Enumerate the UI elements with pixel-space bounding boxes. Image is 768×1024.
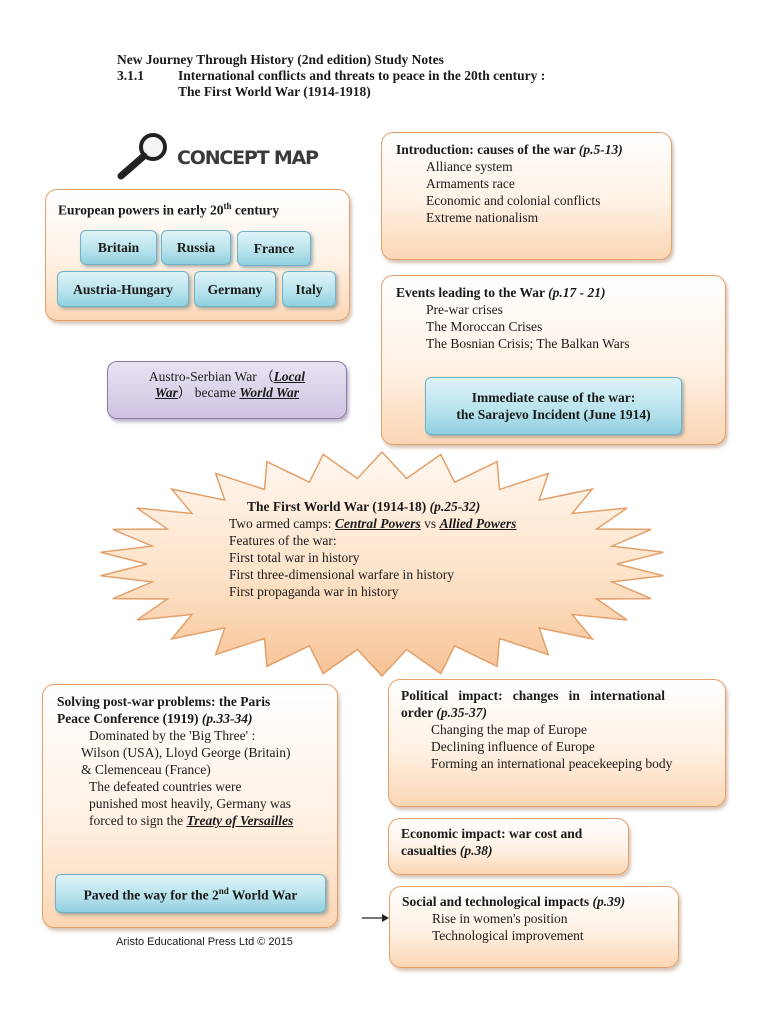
introduction-title: Introduction: causes of the war [396, 142, 579, 157]
immediate-cause-box: Immediate cause of the war: the Sarajevo… [425, 377, 682, 435]
social-impact-box: Social and technological impacts (p.39) … [389, 886, 679, 968]
events-item: The Bosnian Crisis; The Balkan Wars [426, 336, 630, 351]
austro-serbian-text: Austro-Serbian War （ [148, 369, 274, 384]
intro-item: Armaments race [426, 176, 515, 191]
paris-line: Dominated by the 'Big Three' : [89, 728, 256, 743]
allied-powers: Allied Powers [439, 516, 517, 531]
immediate-cause-label: Immediate cause of the war: [471, 390, 636, 405]
introduction-box: Introduction: causes of the war (p.5-13)… [381, 132, 672, 260]
introduction-pages: (p.5-13) [578, 142, 623, 157]
social-item: Rise in women's position [432, 911, 568, 926]
first-world-war-box: The First World War (1914-18) (p.25-32) … [229, 498, 516, 600]
vs-text: vs [420, 516, 440, 531]
social-title: Social and technological impacts [402, 894, 593, 909]
camps-label: Two armed camps: [229, 516, 335, 531]
treaty-of-versailles: Treaty of Versailles [186, 813, 294, 828]
country-austria-hungary: Austria-Hungary [57, 271, 189, 307]
country-russia: Russia [161, 230, 231, 265]
feature-item: First three-dimensional warfare in histo… [229, 567, 454, 582]
local-label: Local [273, 369, 306, 384]
sarajevo-incident: the Sarajevo Incident (June 1914) [456, 407, 651, 422]
events-pages: (p.17 - 21) [548, 285, 606, 300]
country-britain: Britain [80, 230, 157, 265]
political-item: Forming an international peacekeeping bo… [431, 756, 673, 771]
became-text: ） became [177, 385, 240, 400]
feature-item: First propaganda war in history [229, 584, 399, 599]
paris-line: punished most heavily, Germany was [89, 796, 291, 811]
magnifier-icon [115, 130, 175, 180]
paved-way-text: Paved the way for the 2nd World War [83, 886, 298, 903]
events-title: Events leading to the War [396, 285, 549, 300]
austro-serbian-box: Austro-Serbian War （Local War） became Wo… [107, 361, 347, 419]
intro-item: Extreme nationalism [426, 210, 539, 225]
events-item: The Moroccan Crises [426, 319, 543, 334]
intro-item: Alliance system [426, 159, 513, 174]
economic-title-2: casualties [401, 843, 460, 858]
paris-title-2: Peace Conference (1919) [57, 711, 202, 726]
world-war-label: World War [239, 385, 300, 400]
country-france: France [237, 231, 311, 266]
economic-pages: (p.38) [459, 843, 493, 858]
starburst-shape [100, 450, 664, 678]
concept-map-label: CONCEPT MAP [177, 147, 319, 169]
economic-title: Economic impact: war cost and [401, 826, 583, 841]
feature-item: First total war in history [229, 550, 360, 565]
features-label: Features of the war: [229, 533, 337, 548]
footer-copyright: Aristo Educational Press Ltd © 2015 [116, 936, 293, 948]
doc-title: New Journey Through History (2nd edition… [117, 52, 444, 67]
paris-pages: (p.33-34) [201, 711, 253, 726]
fww-pages: (p.25-32) [429, 499, 481, 514]
country-germany: Germany [194, 271, 276, 307]
war-label: War [154, 385, 178, 400]
section-number: 3.1.1 [117, 68, 144, 83]
fww-title: The First World War (1914-18) [247, 499, 430, 514]
social-item: Technological improvement [432, 928, 584, 943]
european-powers-title: European powers in early 20th century [58, 201, 280, 218]
paris-line: The defeated countries were [89, 779, 242, 794]
country-italy: Italy [282, 271, 336, 307]
section-subtitle: The First World War (1914-1918) [178, 84, 371, 99]
political-title: Political impact: changes in internation… [401, 688, 665, 703]
section-title: International conflicts and threats to p… [178, 68, 546, 83]
political-item: Declining influence of Europe [431, 739, 595, 754]
paris-line: Wilson (USA), Lloyd George (Britain) [81, 745, 291, 760]
political-item: Changing the map of Europe [431, 722, 587, 737]
arrow-right-icon [362, 914, 389, 922]
intro-item: Economic and colonial conflicts [426, 193, 601, 208]
paris-line: forced to sign the [89, 813, 187, 828]
paris-title: Solving post-war problems: the Paris [57, 694, 271, 709]
political-title-2: order [401, 705, 437, 720]
paris-line: & Clemenceau (France) [81, 762, 211, 777]
events-item: Pre-war crises [426, 302, 503, 317]
social-pages: (p.39) [592, 894, 626, 909]
economic-impact-box: Economic impact: war cost and casualties… [388, 818, 629, 875]
paved-way-box: Paved the way for the 2nd World War [55, 874, 326, 913]
political-impact-box: Political impact: changes in internation… [388, 679, 726, 807]
political-pages: (p.35-37) [436, 705, 487, 720]
central-powers: Central Powers [334, 516, 421, 531]
